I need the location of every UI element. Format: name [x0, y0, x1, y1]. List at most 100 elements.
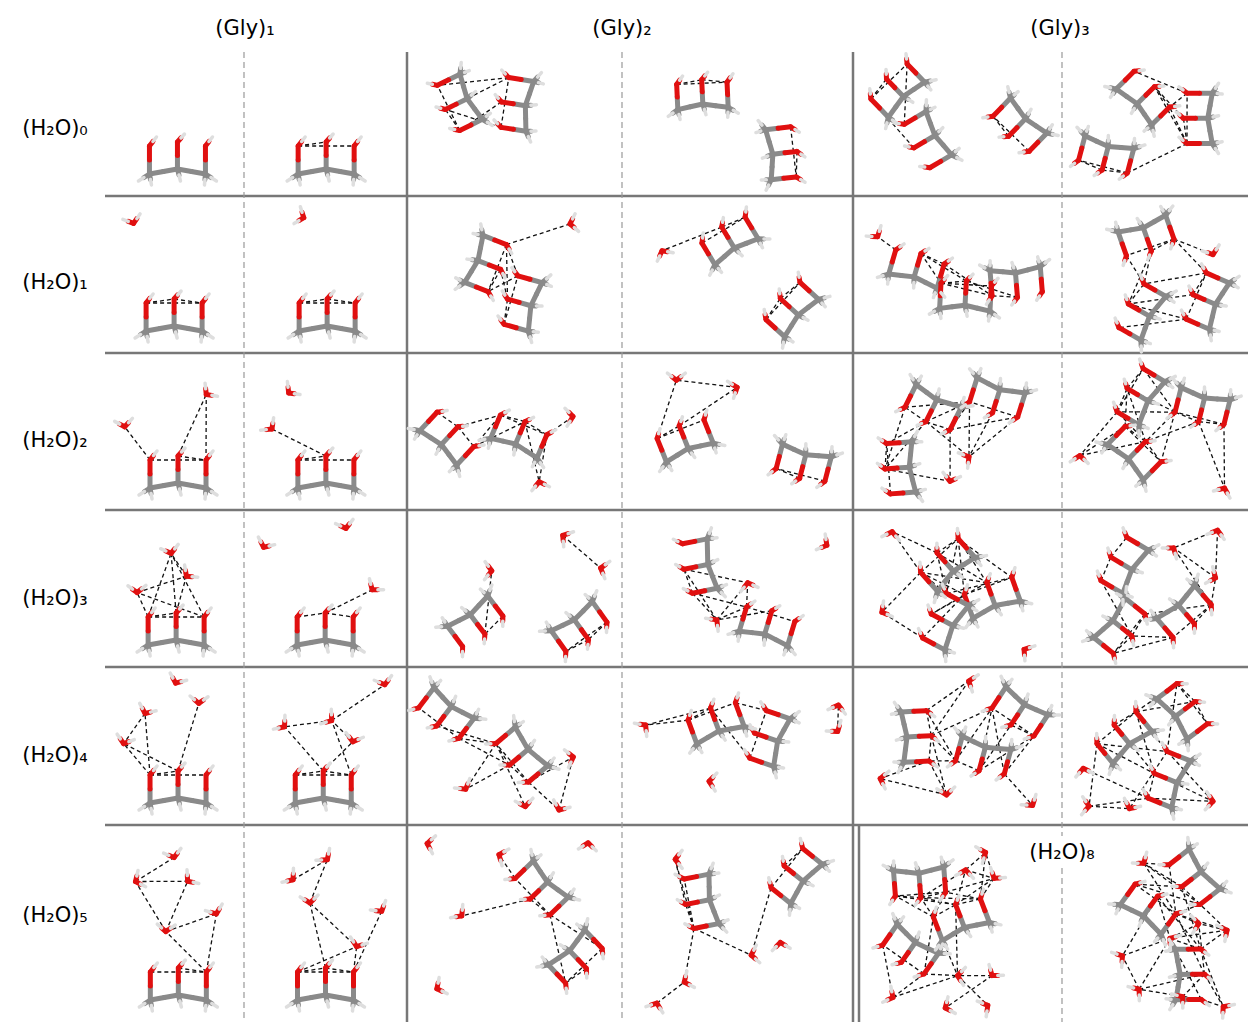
molecule-bond: [925, 248, 929, 251]
molecule-bond: [961, 405, 965, 408]
molecule-bond: [350, 651, 354, 657]
molecule-bond: [490, 585, 492, 590]
molecule-bond: [1029, 646, 1034, 648]
molecule-bond: [975, 623, 978, 627]
molecule-bond: [986, 300, 989, 304]
molecule-bond: [751, 601, 755, 604]
molecule-bond: [151, 494, 152, 500]
molecule-bond: [950, 651, 955, 653]
molecule-bond: [1103, 616, 1108, 618]
hydrogen-bond: [646, 708, 711, 725]
molecule-bond: [966, 623, 970, 628]
molecule-bond: [1009, 420, 1013, 423]
molecule-bond: [900, 244, 904, 247]
molecule-bond: [659, 429, 660, 434]
molecule-bond: [934, 597, 936, 603]
molecule-bond: [919, 376, 922, 380]
molecule-bond: [566, 613, 570, 617]
molecule-bond: [797, 272, 801, 277]
dashed-separators: [244, 52, 1062, 1022]
molecule-bond: [1102, 449, 1105, 453]
molecule-bond: [287, 492, 293, 496]
molecule-bond: [1175, 553, 1176, 559]
molecule-bond: [768, 472, 772, 475]
hydrogen-bond: [1174, 548, 1216, 578]
molecule-bond: [546, 275, 550, 279]
molecule-bond: [728, 633, 734, 635]
hydrogen-bond: [937, 539, 958, 553]
molecule-bond: [948, 258, 952, 261]
molecule-bond: [931, 714, 935, 717]
molecule-bond: [473, 232, 478, 236]
molecule-bond: [1140, 274, 1142, 279]
hydrogen-bond: [722, 217, 745, 227]
molecule-bond: [917, 423, 921, 425]
molecule-bond: [784, 435, 786, 440]
molecule-bond: [181, 134, 185, 138]
molecule-bond: [329, 605, 333, 609]
hydrogen-bond: [1144, 251, 1151, 284]
molecule-bond: [673, 539, 678, 541]
molecule-bond: [321, 722, 326, 724]
molecule-bond: [891, 713, 896, 714]
hydrogen-bond: [1174, 548, 1212, 605]
hydrogen-bond: [137, 593, 148, 617]
hydrogen-bond: [437, 726, 496, 744]
molecule-bond: [388, 676, 391, 681]
molecule-bond: [1123, 261, 1125, 266]
molecule-bond: [816, 547, 821, 549]
hydrogen-bond: [921, 254, 966, 281]
molecule-bond: [547, 285, 552, 287]
hydrogen-bond: [937, 553, 987, 583]
molecule-bond: [331, 291, 335, 295]
molecule-bond: [567, 421, 570, 426]
molecule-bond: [454, 696, 456, 701]
hydrogen-bond: [766, 282, 800, 319]
molecule-bond: [480, 589, 484, 592]
molecule-bond: [203, 383, 207, 389]
molecule-bond: [918, 562, 922, 567]
hydrogen-bond: [1146, 442, 1161, 462]
molecule-bond: [369, 579, 370, 585]
molecule-bond: [1146, 619, 1147, 624]
molecule-bond: [327, 763, 331, 767]
molecule-bond: [301, 451, 305, 456]
molecule-bond: [349, 519, 353, 523]
hydrogen-bond: [684, 569, 693, 593]
molecule-bond: [998, 610, 1001, 615]
molecule-bond: [680, 76, 683, 80]
hydrogen-bond: [528, 782, 558, 810]
hydrogen-bond: [1175, 412, 1199, 422]
hydrogen-bond: [1174, 239, 1206, 273]
molecule-bond: [987, 316, 991, 321]
molecule-bond: [1037, 296, 1040, 300]
molecule-bond: [1012, 263, 1014, 268]
molecule-bond: [1187, 579, 1191, 582]
hydrogen-bond: [662, 227, 722, 251]
cluster-structure: [115, 383, 218, 499]
hydrogen-bond: [485, 616, 503, 634]
hydrogen-bond: [460, 102, 502, 131]
molecule-bond: [203, 809, 207, 815]
molecule-bond: [981, 554, 987, 558]
cluster-structure: [288, 207, 366, 342]
hydrogen-bond: [459, 738, 496, 743]
cluster-structure: [668, 72, 805, 190]
molecule-bond: [966, 585, 968, 590]
molecule-bond: [920, 165, 925, 169]
molecule-bond: [882, 488, 886, 491]
molecule-bond: [135, 335, 141, 339]
hydrogen-bond: [539, 435, 547, 482]
hydrogen-bond: [1174, 530, 1218, 548]
hydrogen-bond: [931, 681, 968, 736]
molecule-bond: [574, 228, 578, 232]
molecule-bond: [971, 773, 975, 776]
molecule-bond: [795, 130, 799, 133]
molecule-bond: [303, 294, 307, 299]
column-separator: [852, 52, 855, 1022]
molecule-bond: [503, 274, 505, 278]
molecule-bond: [137, 214, 140, 219]
molecule-bond: [442, 409, 447, 413]
molecule-bond: [115, 421, 120, 424]
molecule-bond: [978, 562, 981, 566]
